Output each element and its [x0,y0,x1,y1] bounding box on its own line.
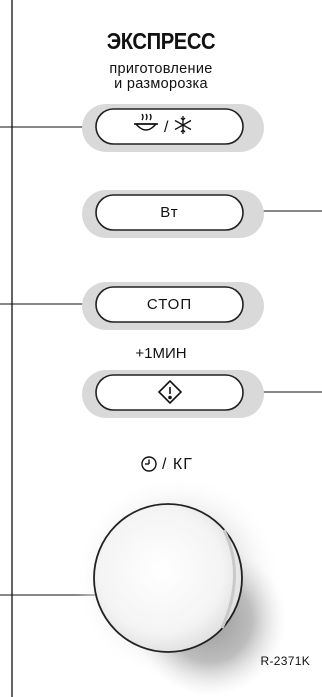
express-slash: / [164,119,169,136]
timer-weight-label: / КГ [162,456,193,473]
start-diamond-icon [157,379,183,405]
express-button[interactable] [82,104,264,152]
stop-button-label: СТОП [146,296,193,313]
timer-weight-knob[interactable] [74,474,286,696]
start-button[interactable] [82,370,264,418]
cooking-pot-icon [134,113,158,131]
plus-one-minute-label: +1МИН [135,345,187,362]
watt-button[interactable] [82,190,264,238]
express-subtitle-line1: приготовление [109,61,213,77]
express-title: ЭКСПРЕСС [106,28,216,54]
watt-button-label: Вт [160,204,179,221]
clock-icon [141,456,157,472]
snowflake-icon [174,116,192,134]
express-subtitle-line2: и разморозка [114,76,208,92]
stop-button[interactable] [82,282,264,330]
model-code: R-2371K [260,654,310,668]
